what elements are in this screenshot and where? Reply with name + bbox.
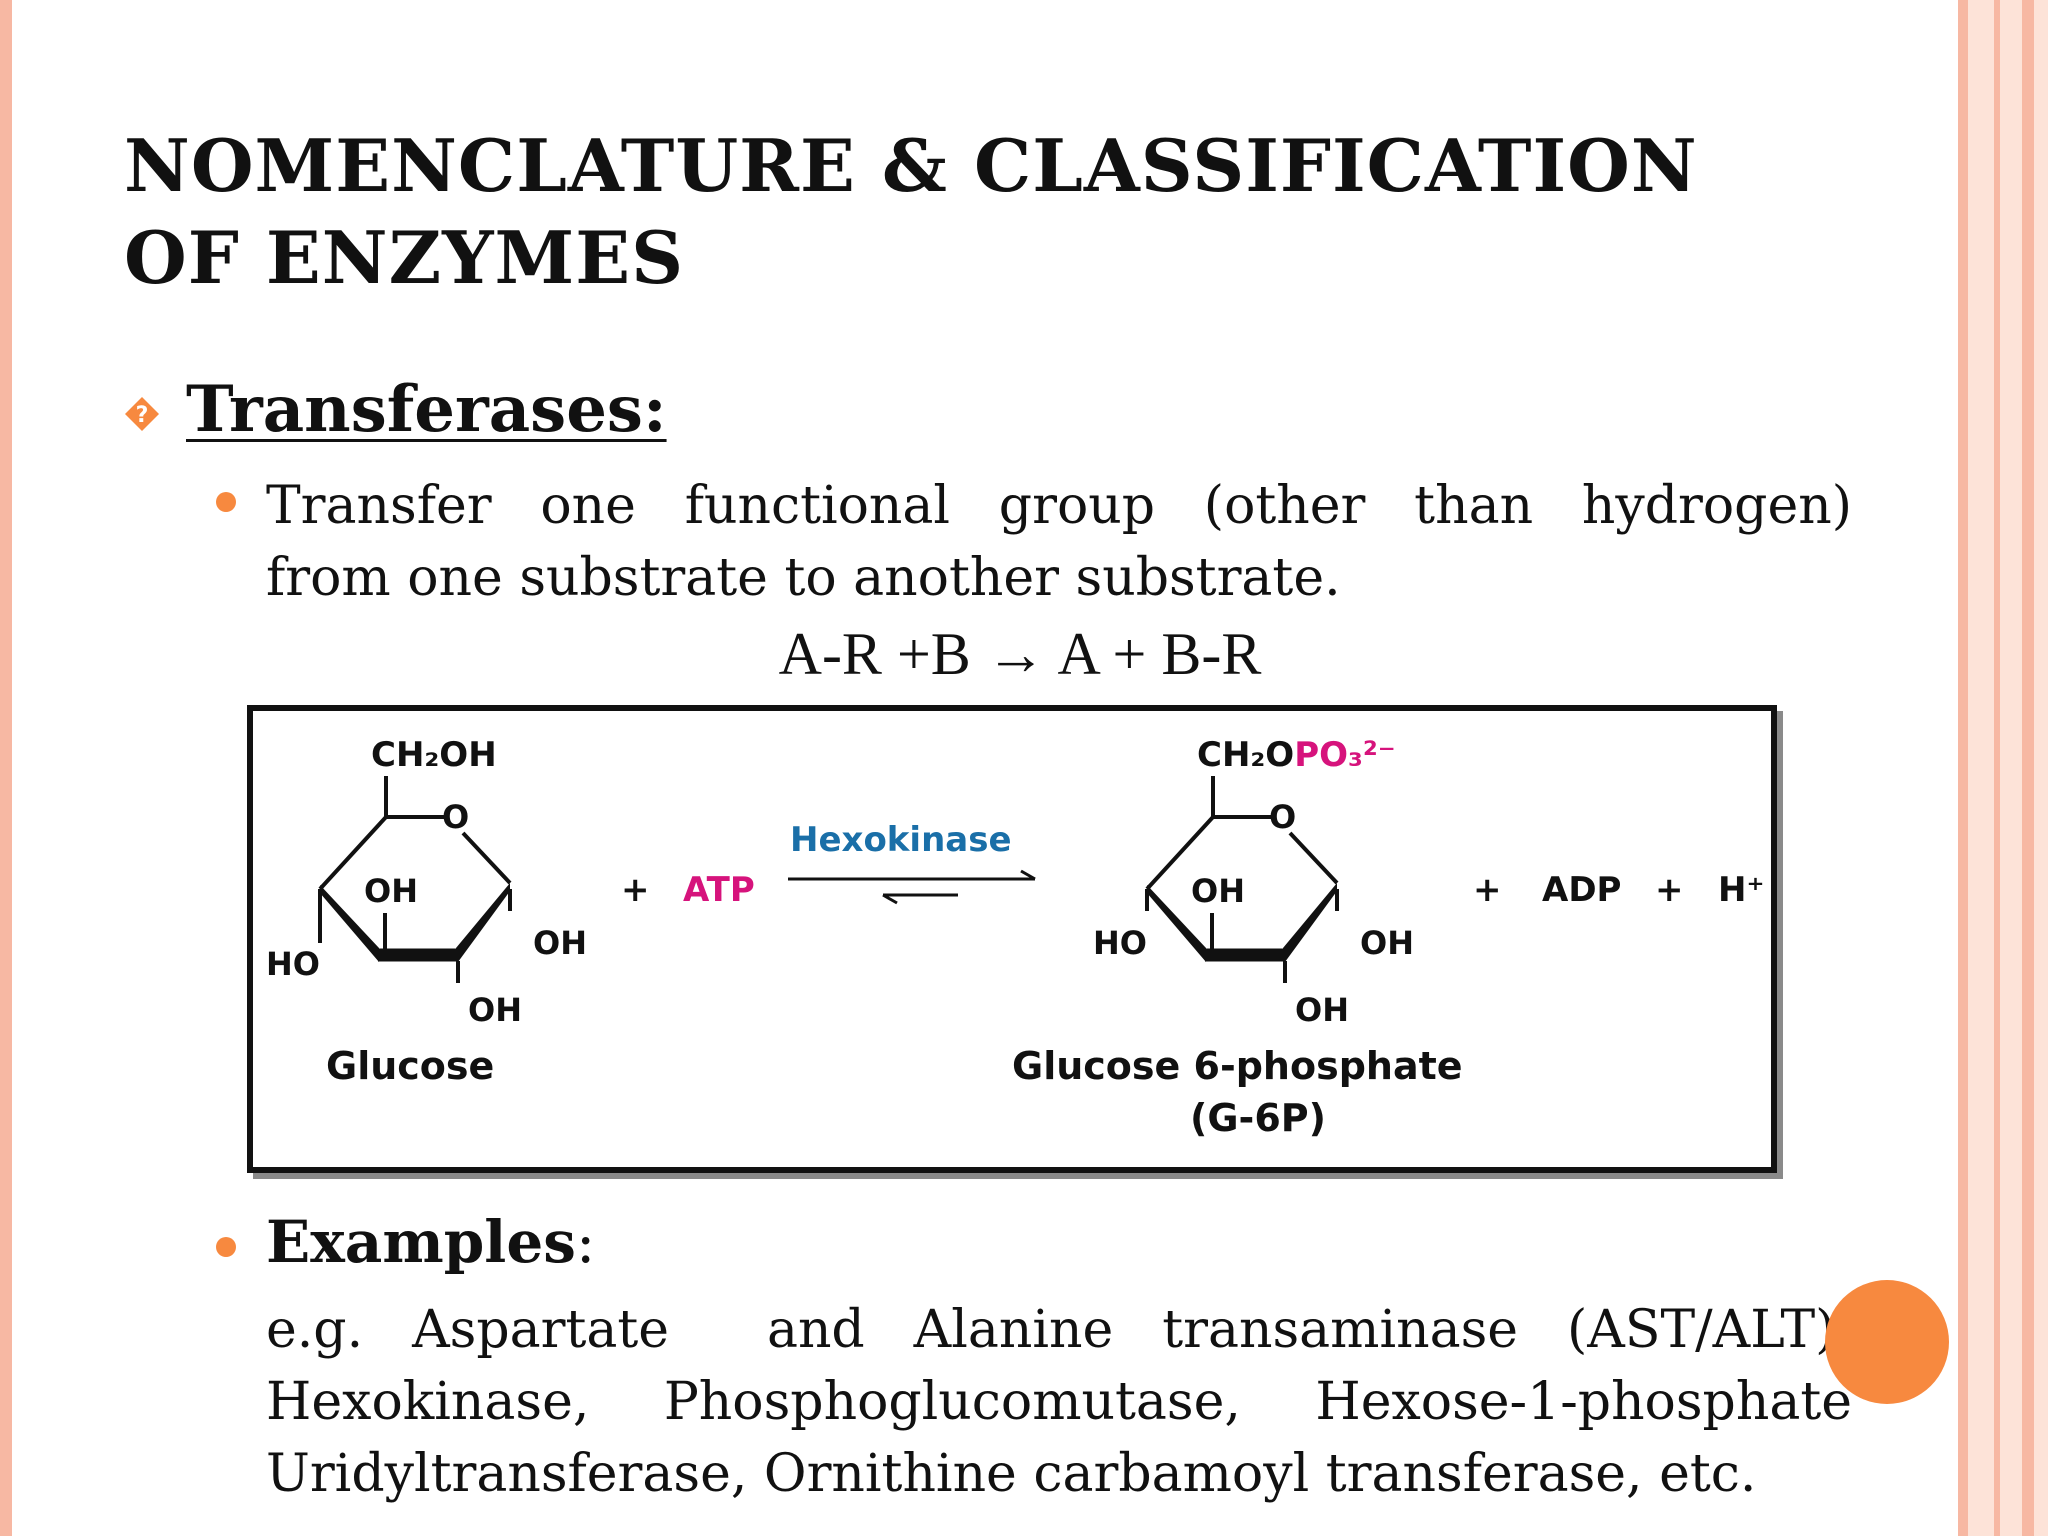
- glucose-oh-label: OH: [364, 872, 418, 910]
- slide-title-line: NOMENCLATURE & CLASSIFICATION: [124, 123, 1698, 208]
- plus-sign: +: [621, 870, 650, 910]
- reaction-arrow: [788, 869, 1036, 905]
- hexokinase-enzyme-label: Hexokinase: [790, 820, 1012, 860]
- examples-heading: Examples:: [266, 1208, 595, 1276]
- examples-label: Examples: [266, 1208, 576, 1276]
- g6p-ch2opo3-label: CH₂OPO₃²⁻: [1197, 735, 1396, 775]
- left-decorative-stripe: [0, 0, 12, 1536]
- definition-text: Transfer one functional group (other tha…: [266, 470, 1852, 614]
- g6p-name: Glucose 6-phosphate: [1012, 1044, 1463, 1088]
- glucose-structure: CH₂OH O OH HO OH OH Glucose: [266, 735, 587, 1088]
- definition-line: from one substrate to another substrate.: [266, 548, 1341, 608]
- bullet-dot: [216, 492, 236, 512]
- examples-line: Hexokinase, Phosphoglucomutase, Hexose-1…: [266, 1372, 1852, 1432]
- atp-label: ATP: [683, 870, 755, 910]
- glucose-6-phosphate-structure: CH₂OPO₃²⁻ O OH HO OH OH Glucose 6-phosph…: [1012, 735, 1463, 1140]
- g6p-oh-label: OH: [1360, 924, 1414, 962]
- bullet-dot: [216, 1237, 236, 1257]
- g6p-abbreviation: (G-6P): [1190, 1096, 1326, 1140]
- reaction-equation: A-R +B → A + B-R: [778, 621, 1262, 687]
- section-heading-text: Transferases:: [186, 372, 667, 447]
- adp-label: ADP: [1542, 870, 1621, 910]
- diamond-bullet-icon: ?: [125, 397, 159, 431]
- glucose-ho-label: HO: [266, 945, 320, 983]
- slide-title: NOMENCLATURE & CLASSIFICATION OF ENZYMES: [124, 120, 1884, 304]
- glucose-ring-oxygen: O: [442, 798, 469, 836]
- right-decorative-stripe: [2022, 0, 2034, 1536]
- definition-line: Transfer one functional group (other tha…: [266, 476, 1852, 536]
- svg-text:?: ?: [136, 403, 149, 428]
- glucose-name: Glucose: [326, 1044, 494, 1088]
- right-decorative-band: [1958, 0, 2048, 1536]
- g6p-ring-oxygen: O: [1269, 798, 1296, 836]
- slide-title-line: OF ENZYMES: [124, 215, 685, 300]
- proton-label: H⁺: [1718, 870, 1764, 910]
- glucose-oh-label: OH: [533, 924, 587, 962]
- glucose-ch2oh-label: CH₂OH: [371, 735, 497, 775]
- g6p-oh-label: OH: [1191, 872, 1245, 910]
- plus-sign: +: [1473, 870, 1502, 910]
- examples-line: Uridyltransferase, Ornithine carbamoyl t…: [266, 1444, 1757, 1504]
- examples-colon: :: [575, 1208, 596, 1276]
- hexokinase-reaction-diagram: CH₂OH O OH HO OH OH Glucose + ATP Hexoki…: [247, 705, 1777, 1173]
- g6p-ho-label: HO: [1093, 924, 1147, 962]
- right-decorative-stripe: [1994, 0, 2000, 1536]
- examples-text: e.g. Aspartate and Alanine transaminase …: [266, 1294, 1852, 1510]
- g6p-oh-label: OH: [1295, 991, 1349, 1029]
- glucose-oh-label: OH: [468, 991, 522, 1029]
- decorative-orange-circle: [1825, 1280, 1949, 1404]
- reaction-scheme: CH₂OH O OH HO OH OH Glucose + ATP Hexoki…: [266, 735, 1764, 1140]
- examples-line: e.g. Aspartate and Alanine transaminase …: [266, 1300, 1852, 1360]
- plus-sign: +: [1655, 870, 1684, 910]
- right-decorative-stripe: [1958, 0, 1968, 1536]
